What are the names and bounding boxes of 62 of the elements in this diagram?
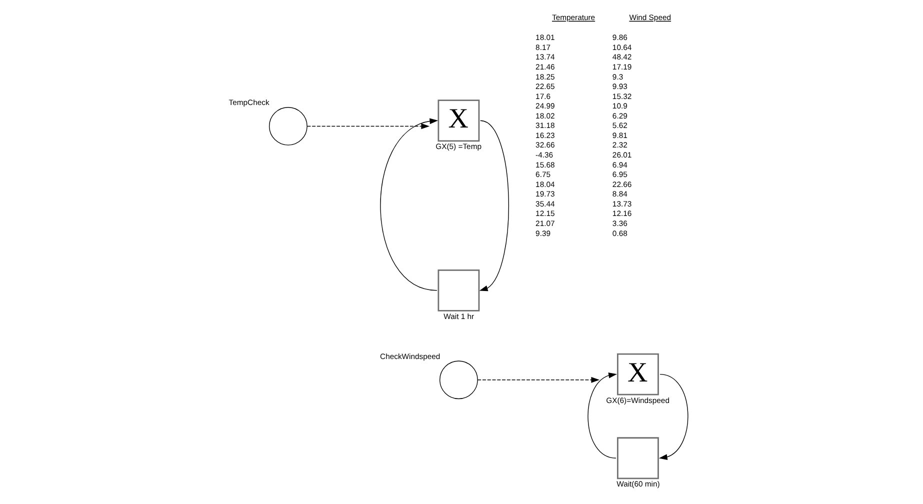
label: 10.64 xyxy=(612,42,632,52)
label: 0.68 xyxy=(612,228,628,238)
arrow xyxy=(658,374,688,460)
node-box: X xyxy=(616,353,659,396)
node-label: GX(5) =Temp xyxy=(436,142,482,152)
node-label: Wait 1 hr xyxy=(444,312,474,321)
label: 16.23 xyxy=(536,130,555,140)
node-box xyxy=(438,269,480,312)
label: 13.74 xyxy=(536,52,555,62)
arrow xyxy=(477,376,600,383)
label: 6.94 xyxy=(612,160,628,170)
label: 18.02 xyxy=(536,111,555,120)
arrow xyxy=(306,123,430,130)
label: 12.16 xyxy=(612,209,632,218)
node-circle xyxy=(439,360,478,400)
label: 31.18 xyxy=(536,121,555,130)
arrow xyxy=(588,372,617,458)
node-label: CheckWindspeed xyxy=(380,352,440,361)
arrow xyxy=(479,120,509,292)
label: 15.32 xyxy=(612,92,632,101)
label: 35.44 xyxy=(536,199,555,208)
label: 13.73 xyxy=(612,199,632,208)
label: 22.65 xyxy=(536,82,555,92)
label: 17.19 xyxy=(612,62,632,72)
label: 9.39 xyxy=(536,228,551,238)
node-box: X xyxy=(438,100,480,142)
label: 2.32 xyxy=(612,140,628,150)
label: 9.86 xyxy=(612,33,628,42)
node-box xyxy=(616,437,659,480)
label: 21.07 xyxy=(536,219,555,228)
label: 15.68 xyxy=(536,160,555,170)
label: 9.93 xyxy=(612,82,628,92)
label: -4.36 xyxy=(536,150,554,160)
label: 8.17 xyxy=(536,42,551,52)
arrow xyxy=(380,118,438,291)
node-label: GX(6)=Windspeed xyxy=(606,396,670,405)
label: 6.95 xyxy=(612,170,628,180)
label: 18.01 xyxy=(536,33,555,42)
label: Wind Speed xyxy=(629,12,672,22)
label: 18.04 xyxy=(536,180,555,189)
label: 18.25 xyxy=(536,72,555,82)
label: 10.9 xyxy=(612,102,628,111)
label: 9.3 xyxy=(612,72,624,82)
label: 24.99 xyxy=(536,102,555,111)
label: 22.66 xyxy=(612,180,632,189)
label: 6.75 xyxy=(536,170,551,180)
label: 12.15 xyxy=(536,209,555,218)
label: 3.36 xyxy=(612,219,628,228)
node-label: Wait(60 min) xyxy=(616,480,660,489)
node-label: TempCheck xyxy=(228,98,270,108)
label: 8.84 xyxy=(612,190,628,199)
label: 21.46 xyxy=(536,62,555,72)
label: 17.6 xyxy=(536,92,551,101)
label: 5.62 xyxy=(612,121,628,130)
label: 19.73 xyxy=(536,190,555,199)
label: Temperature xyxy=(552,12,596,22)
label: 32.66 xyxy=(536,140,555,150)
label: 9.81 xyxy=(612,130,628,140)
label: 26.01 xyxy=(612,150,632,160)
label: 6.29 xyxy=(612,111,628,120)
label: 48.42 xyxy=(612,52,632,62)
node-circle xyxy=(268,107,308,146)
